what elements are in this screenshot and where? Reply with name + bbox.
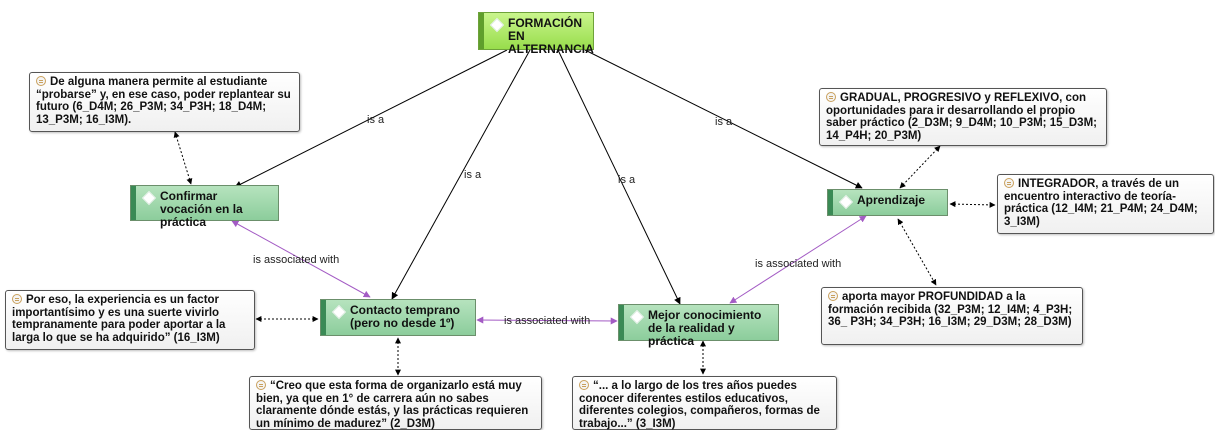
edge-root-aprendizaje (584, 49, 863, 189)
edge-label-isa-3: is a (618, 174, 636, 186)
node-label: Aprendizaje (857, 193, 926, 207)
edge-label-isa-1: is a (367, 114, 385, 126)
quotation-icon (12, 294, 22, 304)
edge-confirmar-contacto (231, 220, 371, 298)
quote-note-integrador[interactable]: INTEGRADOR, a través de un encuentro int… (997, 174, 1214, 234)
quote-note-tres-anos[interactable]: “... a lo largo de los tres años puedes … (572, 376, 837, 430)
edge-mejor-aprendizaje (729, 215, 867, 304)
edge-root-contacto (391, 49, 531, 300)
diamond-icon (331, 304, 347, 320)
quote-note-gradual[interactable]: GRADUAL, PROGRESIVO y REFLEXIVO, con opo… (819, 88, 1107, 146)
quotation-icon (826, 92, 836, 102)
node-label: FORMACIÓN EN ALTERNANCIA (508, 16, 594, 56)
quote-note-probarse[interactable]: De alguna manera permite al estudiante “… (29, 72, 300, 132)
node-label: Mejor conocimiento de la realidad y prác… (648, 308, 762, 348)
node-aprendizaje[interactable]: Aprendizaje (827, 189, 948, 216)
node-label: Confirmar vocación en la práctica (160, 189, 243, 229)
quotation-icon (1004, 178, 1014, 188)
link-q1 (173, 131, 193, 185)
diamond-icon (629, 309, 645, 325)
edge-label-assoc-3: is associated with (755, 258, 841, 270)
quote-text: Por eso, la experiencia es un factor imp… (12, 294, 226, 344)
edge-label-isa-2: is a (464, 169, 482, 181)
quotation-icon (36, 76, 46, 86)
edge-root-confirmar (234, 49, 508, 188)
quote-text: “... a lo largo de los tres años puedes … (579, 380, 820, 430)
quote-text: aporta mayor PROFUNDIDAD a la formación … (828, 291, 1073, 328)
edge-contacto-mejor (476, 316, 618, 325)
quotation-icon (828, 291, 838, 301)
node-contacto-temprano[interactable]: Contacto temprano (pero no desde 1º) (320, 299, 476, 336)
quote-note-experiencia[interactable]: Por eso, la experiencia es un factor imp… (5, 290, 255, 350)
edge-label-isa-4: is a (715, 116, 733, 128)
edge-root-mejor (557, 49, 681, 305)
link-q7 (897, 218, 937, 286)
node-formacion-en-alternancia[interactable]: FORMACIÓN EN ALTERNANCIA (478, 12, 594, 56)
diamond-icon (838, 194, 854, 210)
diamond-icon (141, 190, 157, 206)
edge-label-assoc-2: is associated with (504, 315, 590, 327)
quote-text: “Creo que esta forma de organizarlo está… (256, 380, 529, 430)
quotation-icon (579, 380, 589, 390)
diamond-icon (489, 17, 505, 33)
quote-text: De alguna manera permite al estudiante “… (36, 76, 291, 126)
link-q5 (899, 145, 941, 189)
link-q6 (949, 201, 996, 208)
quote-note-profundidad[interactable]: aporta mayor PROFUNDIDAD a la formación … (821, 287, 1083, 345)
quote-note-organizarlo[interactable]: “Creo que esta forma de organizarlo está… (249, 376, 542, 430)
node-label: Contacto temprano (pero no desde 1º) (350, 303, 461, 330)
quotation-icon (256, 380, 266, 390)
edge-label-assoc-1: is associated with (253, 254, 339, 266)
node-confirmar-vocacion[interactable]: Confirmar vocación en la práctica (130, 185, 279, 229)
node-mejor-conocimiento[interactable]: Mejor conocimiento de la realidad y prác… (618, 304, 779, 348)
quote-text: GRADUAL, PROGRESIVO y REFLEXIVO, con opo… (826, 92, 1097, 142)
quote-text: INTEGRADOR, a través de un encuentro int… (1004, 178, 1198, 228)
